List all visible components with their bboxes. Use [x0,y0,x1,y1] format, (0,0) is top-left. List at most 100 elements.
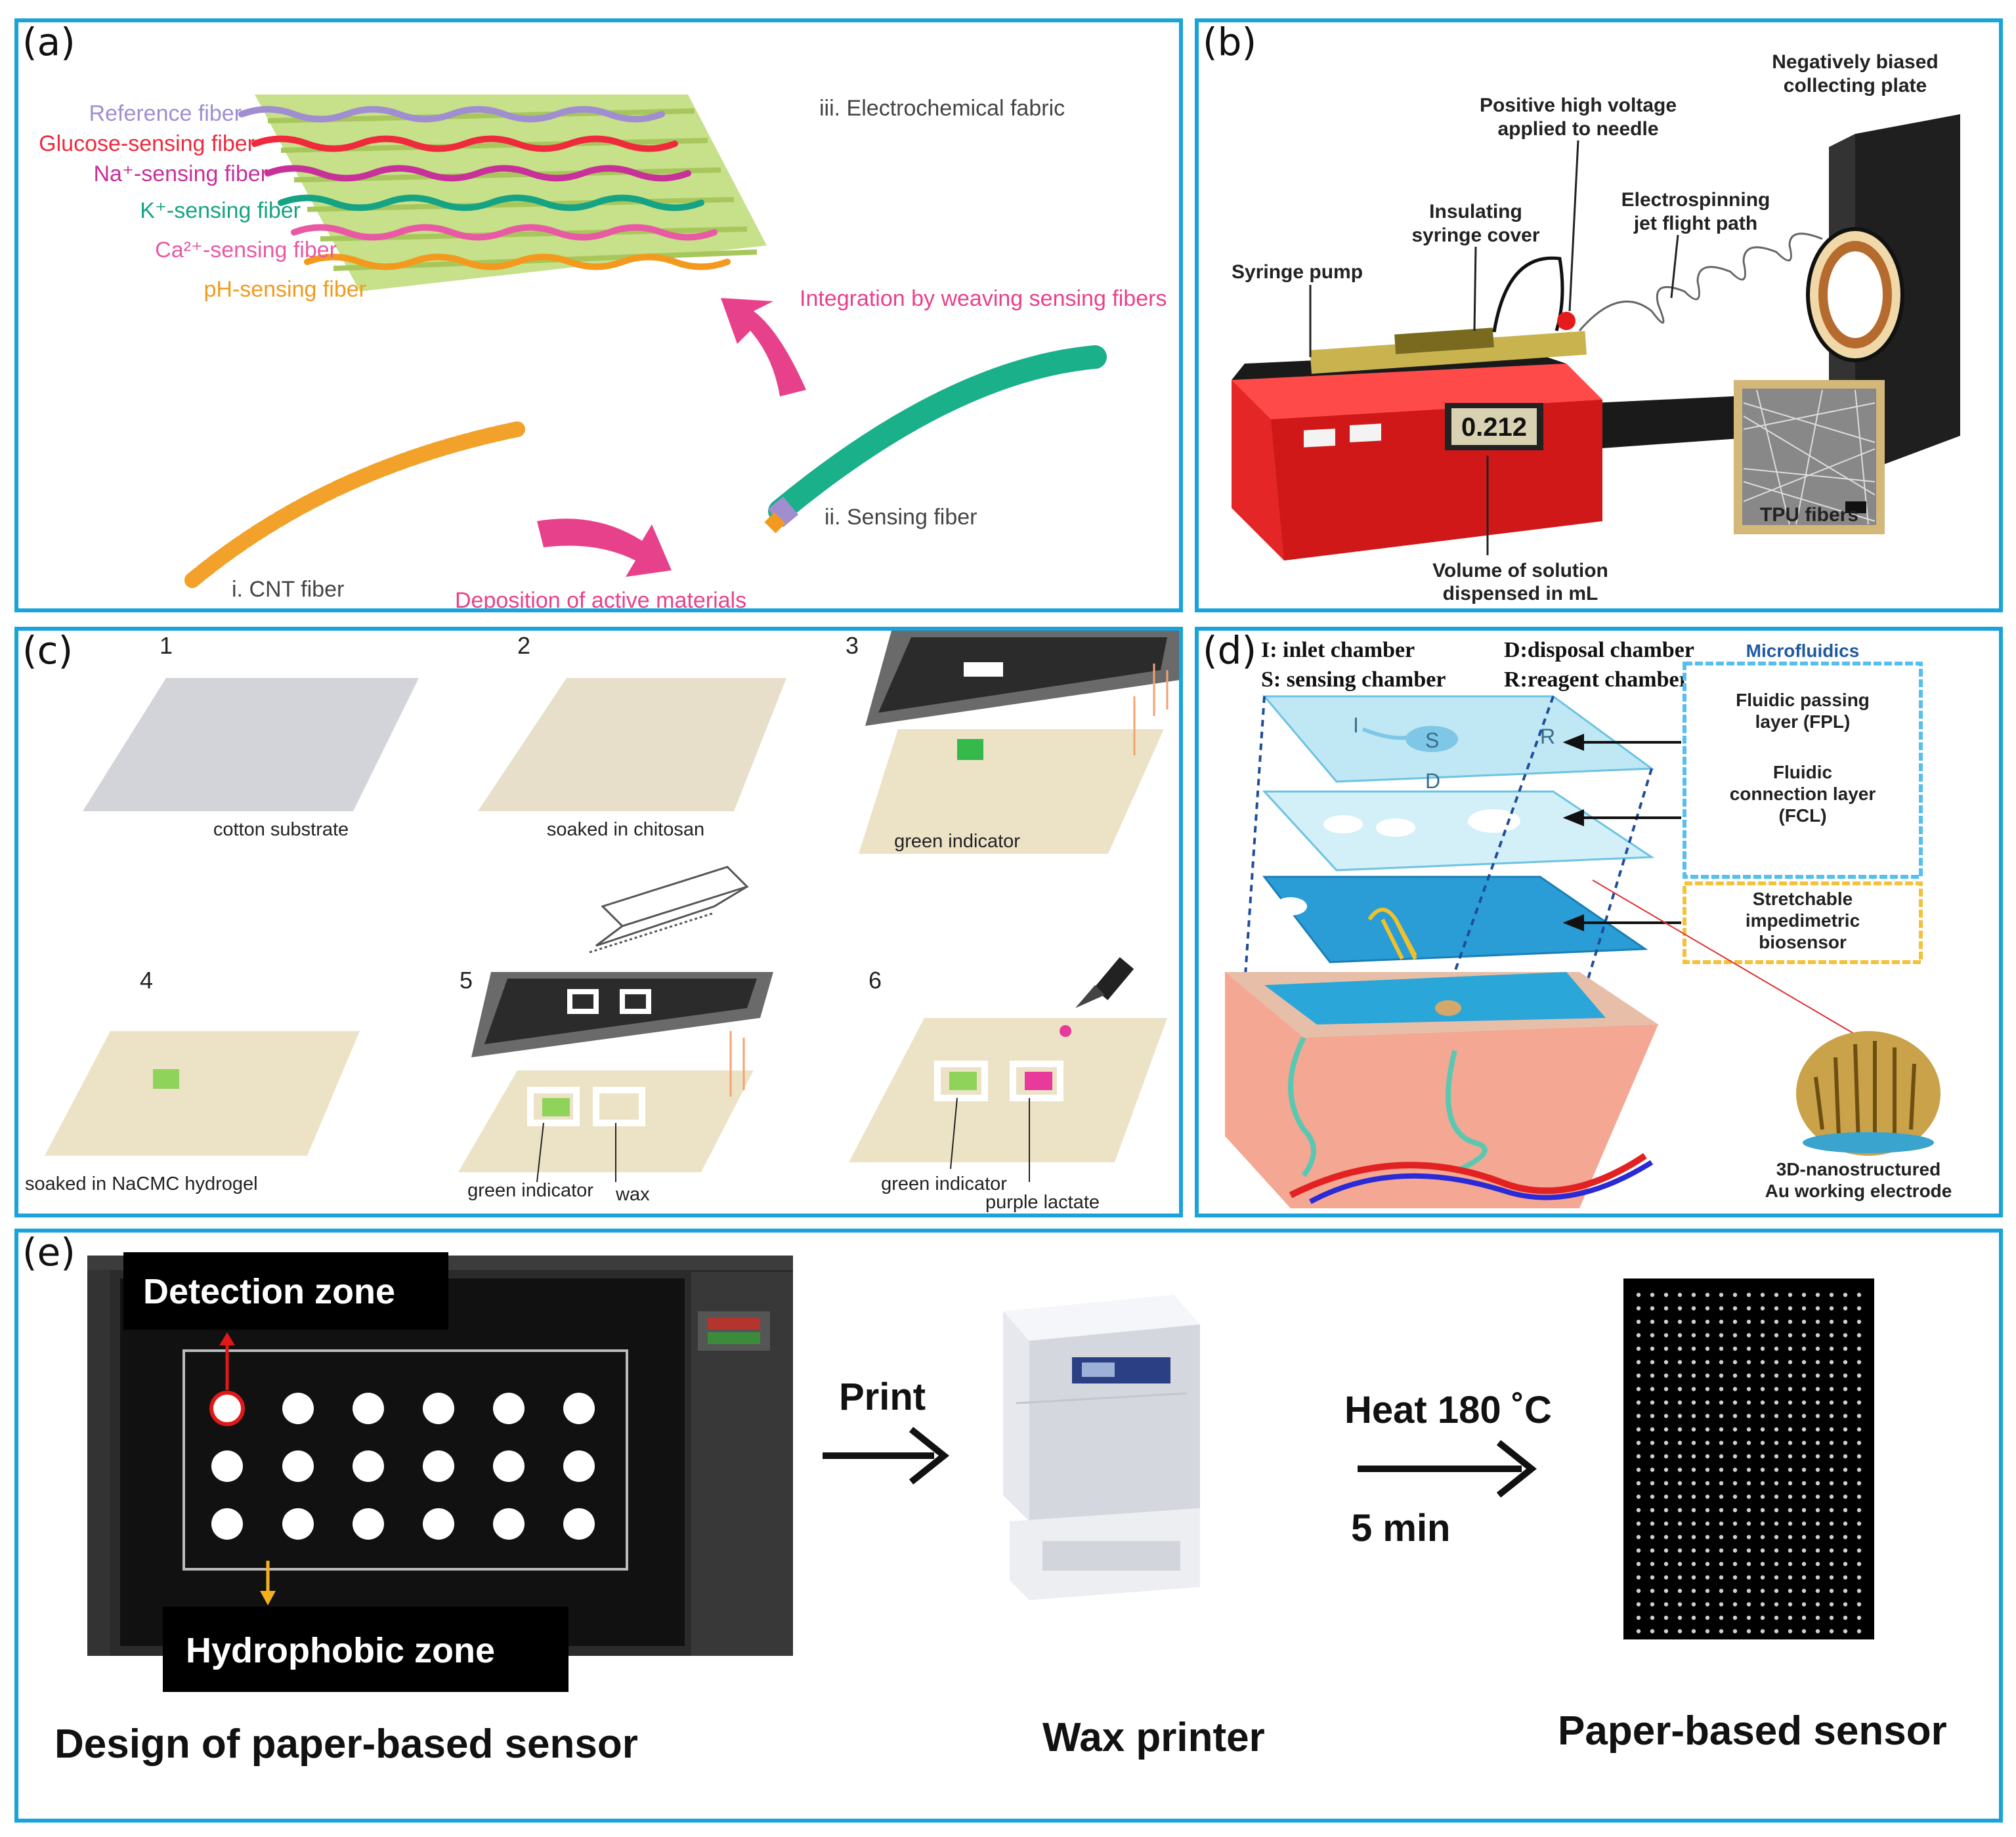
sensor-dot [1663,1360,1669,1364]
sensor-dot [1719,1602,1724,1607]
sensor-dot [1705,1548,1710,1553]
sensor-dot [1691,1400,1696,1405]
sensor-dot [1856,1494,1862,1499]
sensor-dot [1856,1548,1862,1553]
sensor-dot [1856,1467,1862,1472]
paper-sensor [1623,1278,1874,1639]
sensor-dot [1843,1481,1848,1486]
sensor-dot [1801,1360,1807,1364]
sensor-dot [1829,1414,1834,1418]
sensor-dot [1760,1319,1765,1324]
detection-zone-dots [209,1391,595,1540]
sensor-dot [1691,1521,1696,1526]
sensor-dot [1650,1414,1655,1418]
sensor-dot [1815,1319,1820,1324]
sensor-dot [1856,1508,1862,1513]
sensor-dot [1691,1508,1696,1513]
sensor-dot [1650,1454,1655,1459]
volume-label-2: dispensed in mL [1443,583,1598,604]
sensor-dot [1677,1521,1683,1526]
sensor-dot [1705,1508,1710,1513]
sensor-dot [1788,1521,1793,1526]
sensor-dot [1829,1319,1834,1324]
pump-label: Syringe pump [1232,261,1363,283]
sensor-dot [1719,1521,1724,1526]
sensor-dot [1705,1360,1710,1364]
sensor-dot [1801,1481,1807,1486]
sensor-dot [1774,1400,1779,1405]
fiber-label-na: Na⁺-sensing fiber [93,161,268,186]
chamber-letter-d: D [1425,769,1440,793]
sensor-dot [1815,1467,1820,1472]
sensing-fiber [768,345,1107,523]
sensor-dot [1677,1306,1683,1311]
sensor-dot [1705,1575,1710,1580]
sensor-dot [1746,1561,1751,1567]
sensor-dot [1636,1534,1641,1540]
chamber-letter-s: S [1425,728,1439,752]
sensor-dot [1636,1414,1641,1418]
sensor-dot [1746,1441,1751,1445]
sensor-dot [1843,1387,1848,1391]
na-fiber-row [265,165,691,182]
sensor-dot [1732,1494,1738,1499]
step5-window-2 [620,989,651,1014]
sensor-dot [1732,1441,1738,1445]
sensor-dot [1815,1373,1820,1378]
sensor-dot [1829,1548,1834,1553]
panel-label-e: (e) [22,1230,75,1275]
sensor-dot [1774,1427,1779,1432]
sensor-dot [1636,1333,1641,1338]
paper-sensor-process: Detection zone Hydrophobic zone Print He… [54,1252,1947,1767]
sensor-dot [1788,1561,1793,1567]
sensor-dot [1815,1387,1820,1391]
sensor-dot [1677,1494,1683,1499]
sensor-dot [1732,1561,1738,1567]
sensor-dot [1774,1360,1779,1364]
sensor-dot [1843,1534,1848,1540]
panel-e: (e) Detection zone Hydrophobic zone Prin… [14,1229,2003,1823]
step5-wax-frame-1 [527,1087,580,1126]
sensor-dot [1815,1629,1820,1634]
sensor-dot [1774,1333,1779,1338]
sensor-dot [1774,1306,1779,1311]
sensing-fiber-label: ii. Sensing fiber [825,505,977,530]
sensor-dot [1815,1454,1820,1459]
sensor-dot [1636,1454,1641,1459]
sensor-dot [1774,1467,1779,1472]
sensor-dot [1774,1387,1779,1391]
sensor-dot [1815,1508,1820,1513]
sensor-dot [1650,1467,1655,1472]
sensor-dot [1677,1360,1683,1364]
sensor-dot [1732,1360,1738,1364]
sensor-dot [1829,1588,1834,1594]
sensor-dot [1760,1629,1765,1634]
sensor-dot [1843,1602,1848,1607]
sensor-dot [1663,1534,1669,1540]
needle-tip [1557,312,1576,330]
sensor-dot [1856,1292,1862,1298]
sensor-dot [1801,1494,1807,1499]
sensor-dot [1801,1292,1807,1298]
sensor-dot [1732,1306,1738,1311]
sensor-dot [1801,1400,1807,1405]
sensor-dot [1788,1481,1793,1486]
sensor-dot [1760,1548,1765,1553]
sensor-dot [1829,1521,1834,1526]
sensor-dot [1815,1588,1820,1594]
sensor-dot [1746,1414,1751,1418]
sensor-dot [1788,1346,1793,1351]
sensor-dot [1636,1400,1641,1405]
sensor-dot [1760,1534,1765,1540]
reference-fiber-row [238,106,665,123]
sensor-dot [1732,1548,1738,1553]
sensor-dot [1636,1629,1641,1634]
sensor-dot [1774,1521,1779,1526]
step5-window-1 [567,989,599,1014]
sensor-dot [1663,1602,1669,1607]
sensor-dot [1843,1441,1848,1445]
sensor-dot [1677,1575,1683,1580]
sensor-dot [1746,1427,1751,1432]
sensor-dot [1650,1306,1655,1311]
sensor-dot [1691,1534,1696,1540]
